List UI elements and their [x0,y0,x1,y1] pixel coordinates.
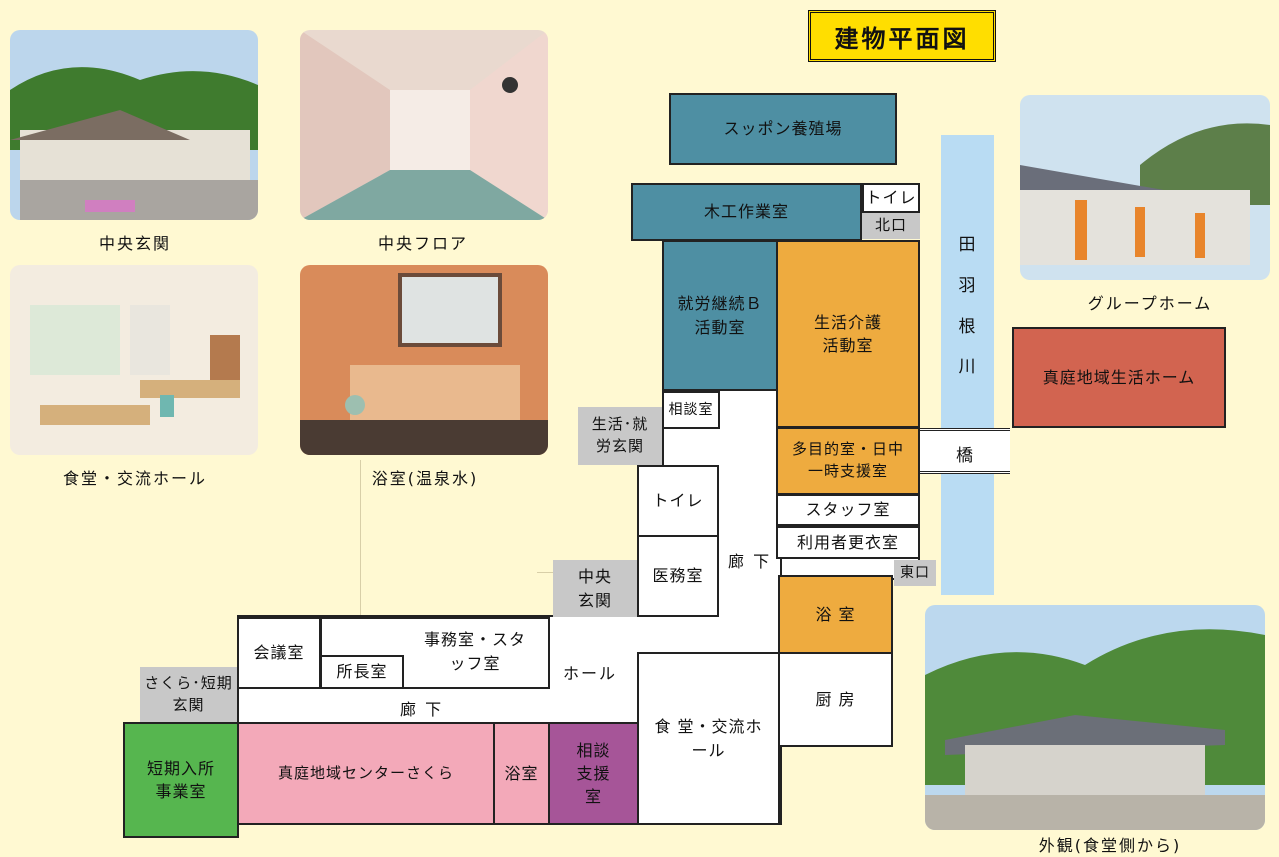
bath-photo-image [300,265,548,455]
entrance-photo [10,30,258,220]
kitchen-room: 厨 房 [778,652,893,747]
bridge [920,428,1010,474]
exterior-caption: 外観(食堂側から) [1038,836,1182,855]
office-room-text: 事務室・スタッフ室 [423,630,526,673]
central-entrance-label: 中央玄関 [553,560,637,617]
east-exit-label: 東口 [894,560,936,586]
regional-home-building: 真庭地域生活ホーム [1012,327,1226,428]
medical-room: 医務室 [637,535,719,617]
corridor-right-label: 廊 下 [728,552,772,571]
floor-caption: 中央フロア [377,234,468,253]
toilet-north-room: トイレ [862,183,920,213]
life-care-room: 生活介護活動室 [776,240,920,428]
consult-support-room: 相談支援室 [548,722,639,825]
office-room-label: 事務室・スタッフ室 [420,628,530,676]
woodwork-room: 木工作業室 [631,183,862,241]
grouphome-photo-image [1020,95,1270,280]
sakura-entrance-text: さくら･短期玄関 [144,674,233,714]
sakura-entrance-label: さくら･短期玄関 [140,667,237,723]
north-exit-label: 北口 [862,213,920,239]
bridge-label: 橋 [956,446,975,466]
river-label: 田羽根川 [958,235,977,378]
changing-room: 利用者更衣室 [776,526,920,559]
life-work-entrance-label: 生活･就労玄関 [578,407,662,465]
toilet-room: トイレ [637,465,719,537]
short-stay-room: 短期入所事業室 [123,722,239,838]
page-title: 建物平面図 [808,10,996,62]
dining-caption: 食堂・交流ホール [62,469,207,488]
short-stay-room-label: 短期入所事業室 [146,758,215,801]
work-b-room: 就労継続Ｂ活動室 [662,240,778,391]
dining-photo-image [10,265,258,455]
consult-support-room-label: 相談支援室 [576,740,611,807]
guide-line [360,460,361,620]
center-sakura-room: 真庭地域センターさくら [237,722,495,825]
exterior-photo-image [925,605,1265,830]
staff-room: スタッフ室 [776,494,920,526]
corridor-left-label: 廊 下 [400,700,444,719]
entrance-caption: 中央玄関 [98,234,171,253]
turtle-farm-room: スッポン養殖場 [669,93,897,165]
work-b-room-label: 就労継続Ｂ活動室 [677,294,763,337]
entrance-photo-image [10,30,258,220]
dining-photo [10,265,258,455]
bath-caption: 浴室(温泉水) [371,469,479,488]
hall-label: ホール [563,664,618,683]
life-care-room-label: 生活介護活動室 [813,312,882,355]
floor-photo [300,30,548,220]
dining-hall-room: 食 堂・交流ホール [637,652,780,825]
consult-room: 相談室 [662,391,720,429]
bath-photo [300,265,548,455]
multipurpose-room-label: 多目的室・日中一時支援室 [791,440,904,480]
director-room: 所長室 [320,655,404,689]
bath-room: 浴 室 [778,575,893,654]
grouphome-photo [1020,95,1270,280]
central-entrance-text: 中央玄関 [577,567,612,610]
meeting-room: 会議室 [237,617,321,689]
multipurpose-room: 多目的室・日中一時支援室 [776,427,920,495]
floor-photo-image [300,30,548,220]
life-work-entrance-text: 生活･就労玄関 [591,415,649,455]
river: 田羽根川 [941,135,994,595]
guide-line-2 [537,572,553,573]
grouphome-caption: グループホーム [1087,294,1213,313]
exterior-photo [925,605,1265,830]
dining-hall-room-label: 食 堂・交流ホール [654,717,763,760]
bath2-room: 浴室 [493,722,550,825]
